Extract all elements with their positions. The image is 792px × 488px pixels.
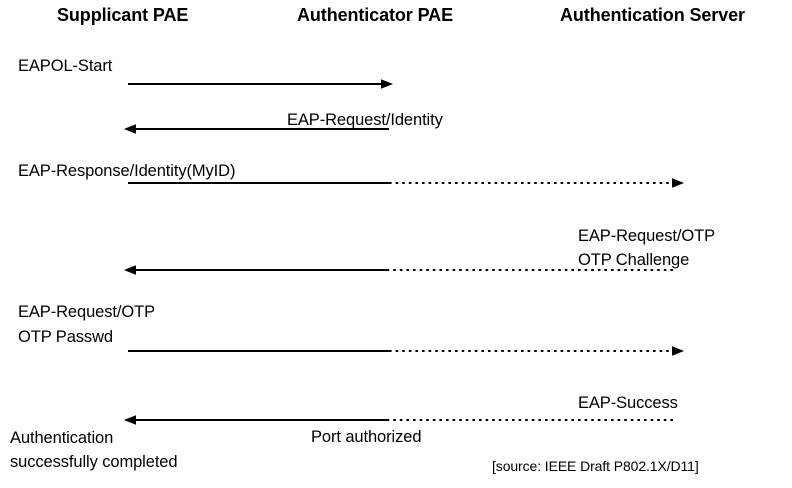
arrow-eapol-start [128, 79, 393, 89]
arrow-eap-success [124, 415, 673, 425]
message-label-eapol-start: EAPOL-Start [18, 57, 113, 75]
message-label-eap-response-identity: EAP-Response/Identity(MyID) [18, 162, 236, 180]
annotation-authentication-complete-line1: Authentication [10, 429, 114, 447]
source-attribution: [source: IEEE Draft P802.1X/D11] [492, 458, 699, 474]
message-label-eap-request-otp-challenge-line2: OTP Challenge [578, 251, 690, 269]
column-header-supplicant-pae: Supplicant PAE [57, 5, 189, 25]
message-label-eap-request-otp-passwd-line1: EAP-Request/OTP [18, 303, 155, 321]
arrow-eap-request-otp-passwd [128, 346, 684, 356]
column-header-authenticator-pae: Authenticator PAE [297, 5, 453, 25]
message-label-eap-request-otp-passwd-line2: OTP Passwd [18, 328, 113, 346]
column-header-authentication-server: Authentication Server [560, 5, 745, 25]
message-label-eap-request-otp-challenge-line1: EAP-Request/OTP [578, 227, 715, 245]
annotation-authentication-complete-line2: successfully completed [10, 453, 178, 471]
message-label-eap-request-identity: EAP-Request/Identity [287, 111, 443, 129]
annotation-port-authorized: Port authorized [311, 428, 422, 446]
message-label-eap-success: EAP-Success [578, 394, 678, 412]
